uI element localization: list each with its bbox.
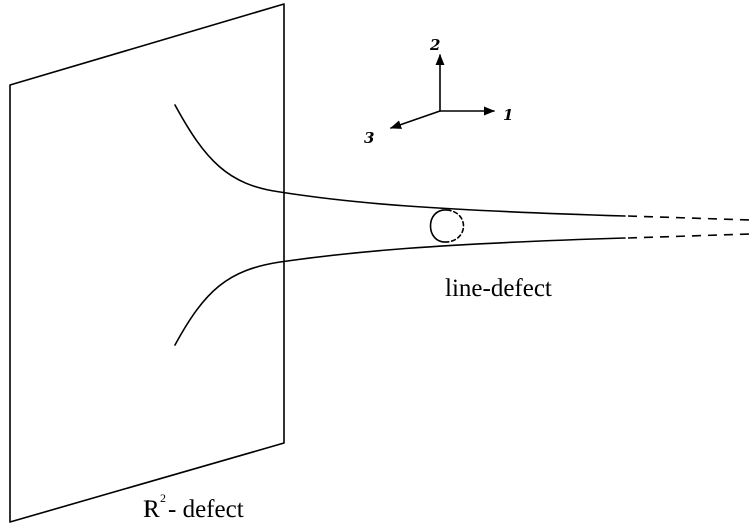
line-defect-label: line-defect xyxy=(445,275,552,302)
plane-defect-power: 2 xyxy=(160,491,166,505)
tube-lower-dashed-continuation xyxy=(627,233,750,239)
plane-defect-symbol: R xyxy=(143,496,160,523)
plane-defect-label: R 2 - defect xyxy=(143,491,244,523)
tube-upper-curve xyxy=(174,104,626,217)
axis-2-label: 2 xyxy=(429,36,440,54)
cross-section-front xyxy=(429,209,448,243)
plane-defect-sheet xyxy=(9,3,285,523)
tube-lower-curve xyxy=(174,237,626,346)
axis-3-arrow xyxy=(389,110,441,129)
axis-1-label: 1 xyxy=(503,106,513,124)
tube-upper-dashed-continuation xyxy=(627,215,750,221)
cross-section-back xyxy=(446,209,465,243)
axis-3-label: 3 xyxy=(364,129,374,147)
plane-defect-suffix: - defect xyxy=(168,496,244,523)
